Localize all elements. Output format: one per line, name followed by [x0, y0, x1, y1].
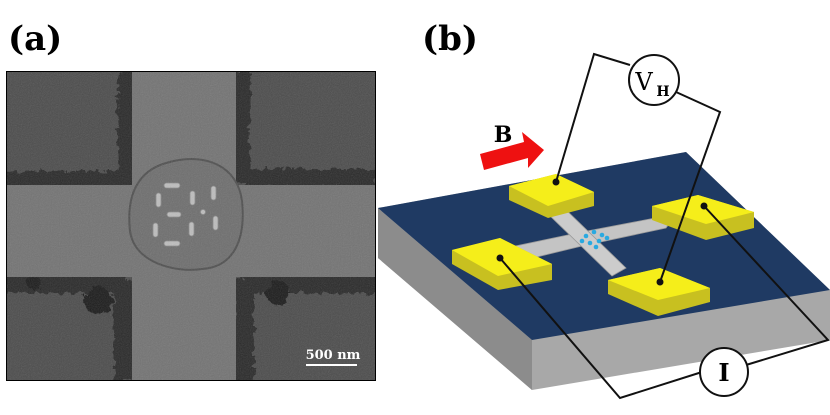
- substrate-top: [378, 152, 830, 340]
- wiring: [499, 52, 830, 400]
- quantum-dot-array: [579, 229, 610, 250]
- hall-device-schematic: V H I B: [378, 52, 830, 400]
- current-source-symbol: [699, 347, 749, 397]
- scale-bar-label: 500 nm: [306, 348, 361, 363]
- red-arrow-icon: [480, 132, 544, 170]
- gold-pad-right: [652, 195, 754, 240]
- gold-pad-top: [509, 174, 594, 218]
- voltmeter-symbol: [628, 54, 680, 106]
- sem-micrograph: 500 nm: [6, 71, 376, 381]
- voltage-label: V: [634, 68, 653, 96]
- panel-b-label: (b): [422, 19, 478, 59]
- voltage-subscript: H: [656, 84, 669, 100]
- field-label: B: [494, 122, 513, 148]
- panel-a-label: (a): [8, 19, 63, 59]
- current-label: I: [718, 358, 729, 387]
